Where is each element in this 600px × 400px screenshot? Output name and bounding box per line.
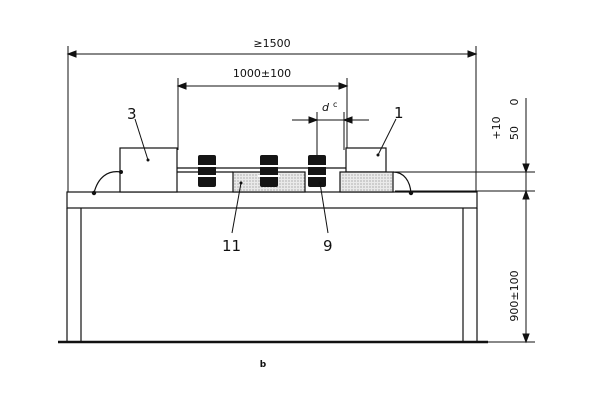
- leader-dot-1: [376, 153, 380, 157]
- right-clamp: [392, 171, 414, 196]
- callout-1: 1: [394, 104, 404, 122]
- specimen-hatched-right: [339, 171, 394, 193]
- centre-spacing-dimension: [176, 78, 349, 150]
- height-tolerance-top: +10: [490, 116, 503, 139]
- callout-3: 3: [127, 105, 137, 123]
- gap-d-dimension: [292, 112, 369, 155]
- left-block-3: [119, 147, 178, 193]
- gap-d-label: d: [322, 101, 330, 114]
- left-clamp: [91, 170, 123, 196]
- leader-lines: [134, 118, 397, 234]
- leader-dot-9: [318, 181, 322, 185]
- table: [58, 191, 488, 344]
- table-height-label: 900±100: [508, 270, 521, 321]
- overall-width-label: ≥1500: [253, 37, 290, 50]
- height-dimension-lines: [395, 98, 535, 344]
- leader-dot-3: [146, 158, 150, 162]
- holder-middle: [258, 155, 280, 187]
- gap-d-superscript: c: [333, 100, 337, 109]
- height-tolerance-bottom: 0: [508, 99, 521, 106]
- callout-9: 9: [323, 237, 333, 255]
- centre-spacing-label: 1000±100: [233, 67, 291, 80]
- height-nominal-label: 50: [508, 126, 521, 140]
- leader-dot-11: [239, 181, 243, 185]
- holder-right-9: [306, 155, 328, 187]
- callout-11: 11: [222, 237, 241, 255]
- figure-caption: b: [260, 360, 267, 370]
- holder-left: [196, 155, 218, 187]
- overall-width-dimension: [66, 46, 478, 195]
